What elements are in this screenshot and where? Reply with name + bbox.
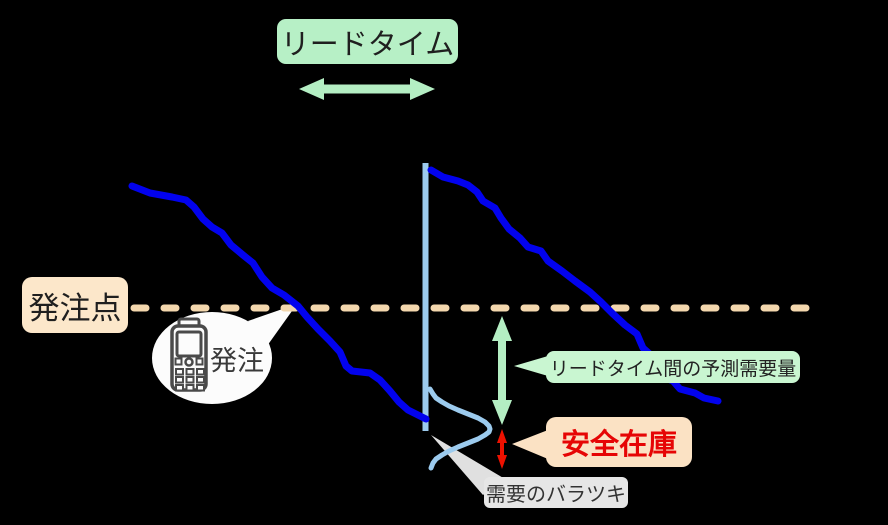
- safety-stock-label: 安全在庫: [546, 417, 692, 467]
- forecast-demand-text: リードタイム間の予測需要量: [549, 357, 797, 380]
- order-speech-bubble: [152, 304, 297, 404]
- order-text: 発注: [210, 345, 264, 377]
- forecast-bubble-tail: [514, 356, 548, 376]
- demand-distribution-curve: [427, 386, 493, 471]
- forecast-demand-arrow: [492, 316, 512, 425]
- inventory-line-before-order: [128, 182, 430, 423]
- handy-terminal-icon: [170, 317, 208, 392]
- forecast-demand-label: リードタイム間の予測需要量: [546, 351, 800, 383]
- lead-time-text: リードタイム: [280, 26, 455, 61]
- lead-time-label: リードタイム: [277, 19, 458, 64]
- demand-variation-label: 需要のバラツキ: [484, 477, 628, 508]
- reorder-point-text: 発注点: [28, 290, 122, 327]
- safety-stock-text: 安全在庫: [560, 427, 677, 461]
- lead-time-arrow: [299, 78, 435, 100]
- safety-bubble-tail: [512, 430, 548, 459]
- safety-stock-arrow: [497, 429, 507, 469]
- order-label: 発注: [206, 341, 268, 377]
- reorder-point-label: 発注点: [22, 277, 128, 333]
- demand-variation-text: 需要のバラツキ: [486, 482, 626, 506]
